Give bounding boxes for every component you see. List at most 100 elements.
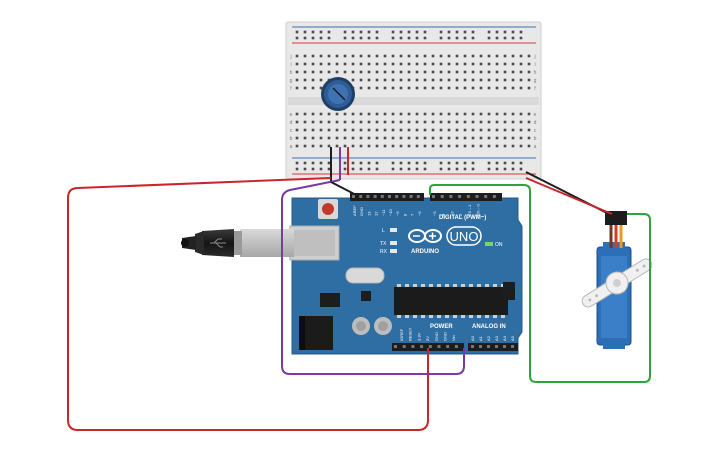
breadboard-hole[interactable] — [487, 167, 491, 171]
breadboard-hole[interactable] — [319, 36, 323, 40]
breadboard-hole[interactable] — [479, 86, 483, 90]
breadboard-hole[interactable] — [295, 30, 299, 34]
breadboard-hole[interactable] — [383, 54, 387, 58]
breadboard-hole[interactable] — [343, 70, 347, 74]
breadboard-hole[interactable] — [351, 30, 355, 34]
breadboard-hole[interactable] — [431, 78, 435, 82]
breadboard-hole[interactable] — [295, 70, 299, 74]
breadboard-hole[interactable] — [487, 78, 491, 82]
breadboard-hole[interactable] — [351, 120, 355, 124]
breadboard-hole[interactable] — [399, 161, 403, 165]
breadboard-hole[interactable] — [455, 78, 459, 82]
breadboard-hole[interactable] — [399, 30, 403, 34]
breadboard-hole[interactable] — [439, 120, 443, 124]
breadboard-hole[interactable] — [503, 120, 507, 124]
breadboard-hole[interactable] — [471, 62, 475, 66]
breadboard-hole[interactable] — [351, 167, 355, 171]
breadboard-hole[interactable] — [399, 144, 403, 148]
breadboard-hole[interactable] — [311, 136, 315, 140]
breadboard-hole[interactable] — [423, 62, 427, 66]
breadboard-hole[interactable] — [367, 86, 371, 90]
breadboard-hole[interactable] — [415, 161, 419, 165]
breadboard-hole[interactable] — [407, 70, 411, 74]
breadboard-hole[interactable] — [311, 70, 315, 74]
breadboard-hole[interactable] — [303, 144, 307, 148]
breadboard-hole[interactable] — [423, 161, 427, 165]
breadboard-hole[interactable] — [463, 86, 467, 90]
breadboard-hole[interactable] — [471, 86, 475, 90]
breadboard-hole[interactable] — [495, 112, 499, 116]
breadboard-hole[interactable] — [311, 144, 315, 148]
breadboard-hole[interactable] — [423, 136, 427, 140]
breadboard-hole[interactable] — [479, 62, 483, 66]
breadboard-hole[interactable] — [367, 62, 371, 66]
breadboard-hole[interactable] — [303, 136, 307, 140]
breadboard-hole[interactable] — [359, 30, 363, 34]
breadboard-hole[interactable] — [503, 144, 507, 148]
breadboard-hole[interactable] — [487, 161, 491, 165]
breadboard-hole[interactable] — [343, 54, 347, 58]
breadboard-hole[interactable] — [511, 54, 515, 58]
breadboard-hole[interactable] — [367, 136, 371, 140]
breadboard-hole[interactable] — [311, 128, 315, 132]
breadboard-hole[interactable] — [439, 86, 443, 90]
breadboard-hole[interactable] — [455, 86, 459, 90]
breadboard-hole[interactable] — [375, 70, 379, 74]
breadboard-hole[interactable] — [327, 128, 331, 132]
breadboard-hole[interactable] — [399, 136, 403, 140]
breadboard-hole[interactable] — [327, 161, 331, 165]
breadboard-hole[interactable] — [495, 136, 499, 140]
breadboard-hole[interactable] — [479, 54, 483, 58]
breadboard-hole[interactable] — [327, 167, 331, 171]
breadboard-hole[interactable] — [479, 136, 483, 140]
breadboard-hole[interactable] — [511, 70, 515, 74]
breadboard-hole[interactable] — [495, 144, 499, 148]
breadboard-hole[interactable] — [359, 167, 363, 171]
breadboard-hole[interactable] — [351, 161, 355, 165]
breadboard-hole[interactable] — [319, 136, 323, 140]
breadboard-hole[interactable] — [407, 86, 411, 90]
breadboard-hole[interactable] — [519, 128, 523, 132]
breadboard-hole[interactable] — [487, 36, 491, 40]
breadboard-hole[interactable] — [431, 62, 435, 66]
breadboard-hole[interactable] — [495, 161, 499, 165]
breadboard-hole[interactable] — [407, 161, 411, 165]
breadboard-hole[interactable] — [335, 120, 339, 124]
usb-cable-icon[interactable] — [181, 229, 294, 257]
breadboard-hole[interactable] — [359, 112, 363, 116]
wire-red-servo[interactable] — [525, 177, 613, 215]
breadboard-hole[interactable] — [479, 144, 483, 148]
breadboard-hole[interactable] — [415, 62, 419, 66]
breadboard-hole[interactable] — [503, 128, 507, 132]
breadboard-hole[interactable] — [471, 128, 475, 132]
breadboard-hole[interactable] — [335, 70, 339, 74]
breadboard-hole[interactable] — [319, 30, 323, 34]
breadboard-hole[interactable] — [311, 54, 315, 58]
breadboard-hole[interactable] — [319, 120, 323, 124]
breadboard-hole[interactable] — [423, 70, 427, 74]
breadboard-hole[interactable] — [295, 86, 299, 90]
breadboard-hole[interactable] — [295, 167, 299, 171]
breadboard-hole[interactable] — [471, 112, 475, 116]
breadboard-hole[interactable] — [303, 128, 307, 132]
breadboard-hole[interactable] — [511, 78, 515, 82]
breadboard-hole[interactable] — [431, 112, 435, 116]
breadboard-hole[interactable] — [375, 161, 379, 165]
breadboard-hole[interactable] — [503, 167, 507, 171]
breadboard-hole[interactable] — [407, 120, 411, 124]
breadboard-hole[interactable] — [335, 128, 339, 132]
breadboard-hole[interactable] — [399, 128, 403, 132]
breadboard-hole[interactable] — [295, 136, 299, 140]
breadboard-hole[interactable] — [391, 120, 395, 124]
breadboard-hole[interactable] — [439, 70, 443, 74]
breadboard-hole[interactable] — [303, 78, 307, 82]
breadboard-hole[interactable] — [399, 86, 403, 90]
breadboard-hole[interactable] — [335, 62, 339, 66]
breadboard-hole[interactable] — [431, 54, 435, 58]
breadboard-hole[interactable] — [351, 36, 355, 40]
breadboard-hole[interactable] — [367, 128, 371, 132]
breadboard-hole[interactable] — [383, 128, 387, 132]
breadboard-hole[interactable] — [359, 36, 363, 40]
breadboard-hole[interactable] — [327, 136, 331, 140]
